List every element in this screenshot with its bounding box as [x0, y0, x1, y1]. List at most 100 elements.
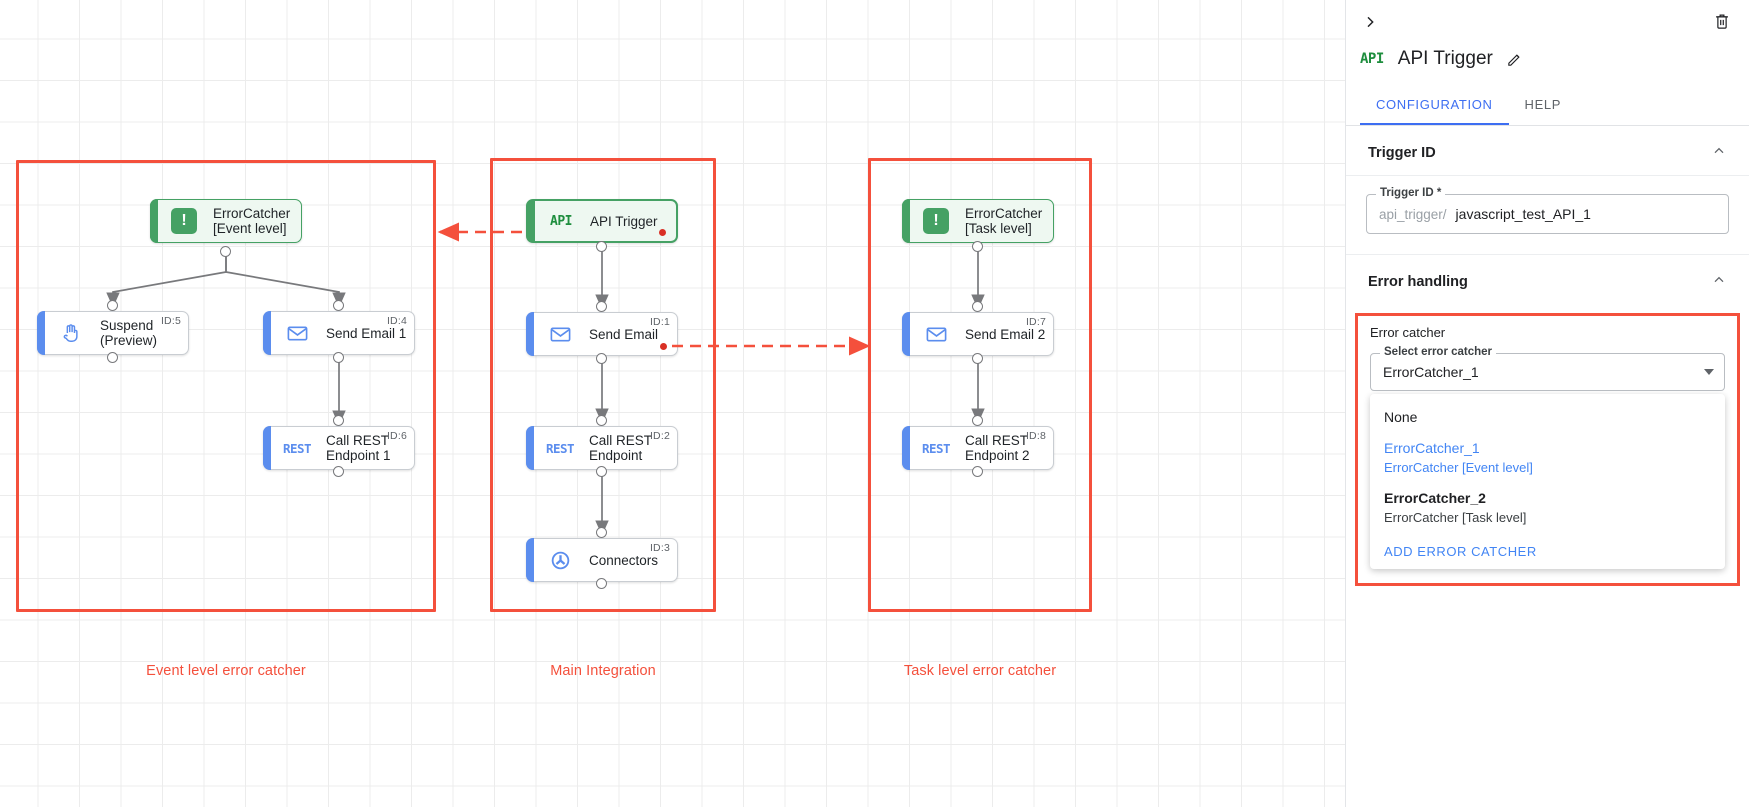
menu-item-label: ErrorCatcher_2	[1384, 490, 1486, 506]
node-accent-stripe	[37, 311, 45, 355]
error-catcher-select-label: Select error catcher	[1380, 346, 1497, 358]
section-header-error-handling[interactable]: Error handling	[1346, 255, 1749, 304]
port-out-connectors[interactable]	[596, 578, 607, 589]
group-caption-event-level: Event level error catcher	[146, 663, 306, 679]
group-box-main-integration[interactable]	[490, 158, 716, 612]
group-caption-task-level: Task level error catcher	[903, 663, 1057, 679]
port-out-suspend[interactable]	[107, 352, 118, 363]
rest-icon: REST	[545, 440, 575, 456]
node-accent-stripe	[902, 199, 910, 243]
node-error-catcher-event-level[interactable]: ! ErrorCatcher [Event level]	[150, 199, 302, 243]
error-catcher-label: Error catcher	[1370, 325, 1446, 340]
group-box-event-level[interactable]	[16, 160, 436, 612]
pencil-icon[interactable]	[1506, 51, 1523, 68]
node-id: ID:8	[1025, 430, 1046, 442]
menu-item-sublabel: ErrorCatcher [Task level]	[1384, 510, 1527, 525]
node-accent-stripe	[263, 426, 271, 470]
envelope-icon	[547, 321, 573, 347]
node-call-rest-endpoint-1[interactable]: REST Call REST Endpoint 1 ID:6	[263, 426, 415, 470]
port-in-call-rest-1[interactable]	[333, 415, 344, 426]
tab-configuration[interactable]: CONFIGURATION	[1360, 90, 1509, 125]
rest-icon: REST	[282, 440, 312, 456]
node-error-catcher-task-level[interactable]: ! ErrorCatcher [Task level]	[902, 199, 1054, 243]
section-header-trigger-id[interactable]: Trigger ID	[1346, 126, 1749, 176]
node-api-trigger[interactable]: API API Trigger	[526, 199, 678, 243]
envelope-icon	[284, 320, 310, 346]
port-in-call-rest-2[interactable]	[972, 415, 983, 426]
section-title: Error handling	[1368, 273, 1468, 290]
error-indicator-dot	[660, 343, 667, 350]
error-catcher-icon: !	[923, 208, 949, 234]
tab-help[interactable]: HELP	[1524, 97, 1562, 112]
panel-title-row: API API Trigger	[1346, 42, 1749, 76]
port-out-send-email-2[interactable]	[972, 353, 983, 364]
page-title: API Trigger	[1397, 48, 1493, 69]
menu-item-error-catcher-2[interactable]: ErrorCatcher_2 ErrorCatcher [Task level]	[1370, 483, 1725, 533]
node-label: ErrorCatcher [Event level]	[213, 206, 291, 236]
section-title: Trigger ID	[1368, 144, 1436, 161]
node-accent-stripe	[150, 199, 158, 243]
port-in-connectors[interactable]	[596, 527, 607, 538]
port-in-suspend[interactable]	[107, 300, 118, 311]
chevron-up-icon[interactable]	[1711, 272, 1727, 291]
error-catcher-select[interactable]: Select error catcher ErrorCatcher_1	[1370, 346, 1725, 391]
port-out-send-email-1[interactable]	[333, 352, 344, 363]
error-catcher-block: Error catcher Select error catcher Error…	[1355, 313, 1740, 586]
hand-icon	[58, 320, 84, 346]
trigger-id-label: Trigger ID *	[1376, 187, 1446, 199]
node-accent-stripe	[902, 426, 910, 470]
envelope-icon	[923, 321, 949, 347]
port-out-send-email[interactable]	[596, 353, 607, 364]
node-label: ErrorCatcher [Task level]	[965, 206, 1043, 236]
node-label: Send Email	[589, 326, 659, 342]
trigger-id-value: javascript_test_API_1	[1455, 206, 1591, 222]
trigger-id-prefix: api_trigger/	[1379, 206, 1447, 222]
node-id: ID:4	[386, 315, 407, 327]
chevron-right-icon[interactable]	[1356, 8, 1384, 36]
node-send-email[interactable]: Send Email ID:1	[526, 312, 678, 356]
menu-item-error-catcher-1[interactable]: ErrorCatcher_1 ErrorCatcher [Event level…	[1370, 433, 1725, 483]
menu-item-label: ErrorCatcher_1	[1384, 440, 1480, 456]
node-call-rest-endpoint[interactable]: REST Call REST Endpoint ID:2	[526, 426, 678, 470]
node-accent-stripe	[263, 311, 271, 355]
node-call-rest-endpoint-2[interactable]: REST Call REST Endpoint 2 ID:8	[902, 426, 1054, 470]
panel-tabs: CONFIGURATION HELP	[1346, 90, 1749, 126]
menu-item-none[interactable]: None	[1370, 402, 1725, 433]
node-connectors[interactable]: Connectors ID:3	[526, 538, 678, 582]
chevron-up-icon[interactable]	[1711, 143, 1727, 162]
port-out-api-trigger[interactable]	[596, 241, 607, 252]
port-out-call-rest[interactable]	[596, 466, 607, 477]
node-accent-stripe	[526, 538, 534, 582]
port-in-call-rest[interactable]	[596, 415, 607, 426]
node-label: Suspend (Preview)	[100, 318, 158, 348]
node-suspend[interactable]: Suspend (Preview) ID:5	[37, 311, 189, 355]
port-out-call-rest-1[interactable]	[333, 466, 344, 477]
trigger-id-field-wrap: Trigger ID * api_trigger/ javascript_tes…	[1346, 176, 1749, 255]
node-label: Call REST Endpoint	[589, 433, 653, 463]
trigger-id-input[interactable]: Trigger ID * api_trigger/ javascript_tes…	[1366, 187, 1729, 234]
node-accent-stripe	[902, 312, 910, 356]
node-id: ID:6	[386, 430, 407, 442]
port-out-error-catcher-task[interactable]	[972, 241, 983, 252]
workflow-canvas[interactable]: Event level error catcher Main Integrati…	[0, 0, 1345, 807]
add-error-catcher-button[interactable]: ADD ERROR CATCHER	[1384, 544, 1537, 559]
port-in-send-email[interactable]	[596, 301, 607, 312]
node-accent-stripe	[526, 426, 534, 470]
port-in-send-email-1[interactable]	[333, 300, 344, 311]
port-out-call-rest-2[interactable]	[972, 466, 983, 477]
panel-toolbar	[1346, 0, 1749, 42]
node-send-email-1[interactable]: Send Email 1 ID:4	[263, 311, 415, 355]
port-in-send-email-2[interactable]	[972, 301, 983, 312]
port-out-error-catcher-event[interactable]	[220, 246, 231, 257]
rest-icon: REST	[921, 440, 951, 456]
node-label: Connectors	[589, 552, 659, 568]
node-send-email-2[interactable]: Send Email 2 ID:7	[902, 312, 1054, 356]
chevron-down-icon[interactable]	[1704, 369, 1714, 375]
error-catcher-selected-value: ErrorCatcher_1	[1383, 364, 1479, 380]
node-id: ID:5	[160, 315, 181, 327]
group-box-task-level[interactable]	[868, 158, 1092, 612]
trash-icon[interactable]	[1709, 8, 1735, 34]
menu-item-sublabel: ErrorCatcher [Event level]	[1384, 460, 1533, 475]
node-label: Send Email 2	[965, 326, 1046, 342]
